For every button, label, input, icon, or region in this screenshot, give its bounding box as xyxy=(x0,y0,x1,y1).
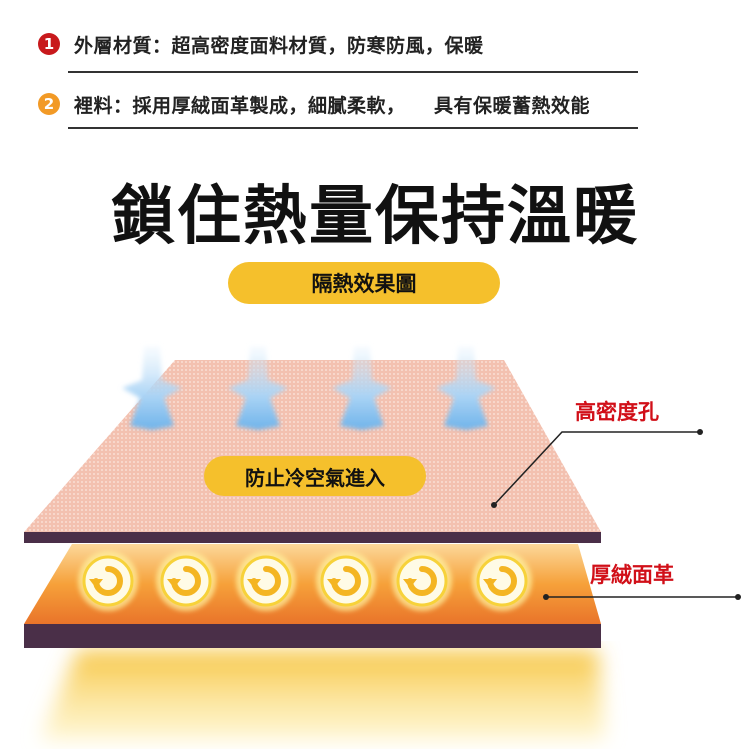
heat-circle-icon xyxy=(392,551,452,611)
heat-circle-icon xyxy=(472,551,532,611)
divider xyxy=(68,127,638,129)
heat-circle-icon xyxy=(236,551,296,611)
cold-arrow-icon xyxy=(228,346,288,430)
feature-row-2: 2 裡料：採用厚絨面革製成，細膩柔軟， 具有保暖蓄熱效能 xyxy=(38,89,590,119)
cold-air-block-pill: 防止冷空氣進入 xyxy=(204,456,426,496)
leader-line-top xyxy=(491,429,703,508)
feature-text: 外層材質：超高密度面料材質，防寒防風，保暖 xyxy=(74,34,484,57)
feature-number-badge: 1 xyxy=(38,33,60,55)
heat-circle-icon xyxy=(78,551,138,611)
feature-number-badge: 2 xyxy=(38,93,60,115)
label-high-density-pores: 高密度孔 xyxy=(575,400,659,424)
label-thick-suede: 厚絨面革 xyxy=(590,563,674,587)
cold-air-arrows xyxy=(122,346,496,430)
feature-row-1: 1 外層材質：超高密度面料材質，防寒防風，保暖 xyxy=(38,29,484,59)
heat-circle-icon xyxy=(316,551,376,611)
heat-circle-icon xyxy=(156,551,216,611)
top-layer-fabric xyxy=(24,360,601,543)
diagram-title-pill: 隔熱效果圖 xyxy=(228,262,500,304)
warm-glow xyxy=(40,650,605,740)
cold-arrow-icon xyxy=(436,346,496,430)
cold-arrow-icon xyxy=(332,346,392,430)
heat-circles xyxy=(78,551,532,611)
headline: 鎖住熱量保持溫暖 xyxy=(111,180,639,254)
feature-text: 裡料：採用厚絨面革製成，細膩柔軟， 具有保暖蓄熱效能 xyxy=(74,94,590,117)
cold-arrow-icon xyxy=(122,346,182,430)
divider xyxy=(68,71,638,73)
leader-line-bottom xyxy=(543,594,741,600)
